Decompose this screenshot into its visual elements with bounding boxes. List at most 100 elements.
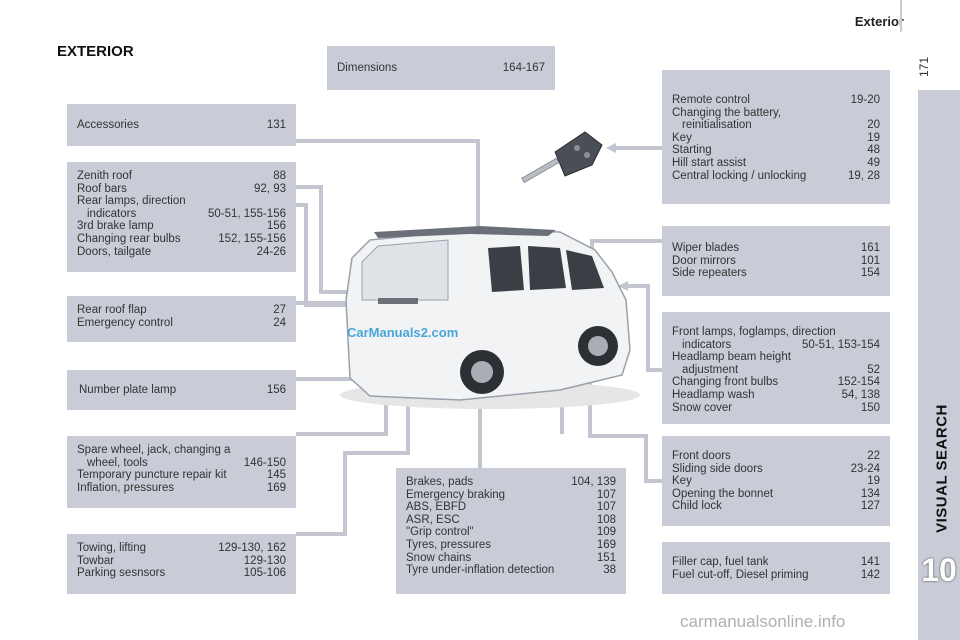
index-entry: Rear lamps, direction	[77, 195, 286, 208]
index-entry: Spare wheel, jack, changing a	[77, 444, 286, 457]
index-entry-pages: 152, 155-156	[218, 232, 286, 245]
key-fob-illustration	[521, 131, 603, 184]
index-entry: ABS, EBFD 107	[406, 501, 616, 514]
index-entry-label: Zenith roof	[77, 170, 132, 182]
index-entry-pages: 24-26	[256, 245, 286, 258]
index-entry: indicators 50-51, 153-154	[672, 339, 880, 352]
index-entry-pages: 105-106	[243, 567, 286, 580]
index-entry-label: Towbar	[77, 554, 115, 567]
box-dimensions: Dimensions 164-167	[327, 46, 555, 90]
index-entry: Changing rear bulbs 152, 155-156	[77, 233, 286, 246]
index-entry-pages: 19-20	[850, 94, 880, 106]
index-entry-pages: 49	[867, 156, 880, 169]
index-entry-label: Child lock	[672, 500, 722, 513]
index-entry-label: Temporary puncture repair kit	[77, 469, 227, 482]
index-entry-pages: 107	[596, 501, 616, 514]
index-entry-label: Brakes, pads	[406, 476, 474, 488]
index-entry-label: Side repeaters	[672, 267, 747, 280]
index-entry: Tyres, pressures 169	[406, 539, 616, 552]
index-entry-label: Changing rear bulbs	[77, 232, 181, 245]
index-entry: Temporary puncture repair kit 145	[77, 469, 286, 482]
index-entry-pages: 48	[867, 144, 880, 157]
index-entry-label: Filler cap, fuel tank	[672, 556, 769, 568]
index-entry-label: Number plate lamp	[79, 383, 177, 396]
index-entry-label: ABS, EBFD	[406, 501, 467, 514]
index-entry-label: Fuel cut-off, Diesel priming	[672, 568, 809, 581]
index-entry-pages: 145	[266, 469, 286, 482]
index-entry-label: ASR, ESC	[406, 513, 460, 526]
index-entry-pages: 52	[867, 363, 880, 376]
index-entry-pages: 150	[860, 401, 880, 414]
index-entry-pages	[874, 351, 880, 364]
index-entry-label: Inflation, pressures	[77, 481, 175, 494]
index-entry-label: adjustment	[682, 363, 739, 376]
index-entry: Dimensions 164-167	[337, 62, 545, 75]
index-entry-pages	[280, 444, 286, 457]
index-entry-label: Remote control	[672, 94, 750, 106]
index-entry-pages: 19	[867, 475, 880, 488]
index-entry-pages	[280, 195, 286, 208]
index-entry-pages: 169	[596, 538, 616, 551]
index-entry-pages: 141	[860, 556, 880, 568]
index-entry-label: 3rd brake lamp	[77, 220, 154, 233]
index-entry-label: Accessories	[77, 118, 139, 131]
index-entry: "Grip control"109	[406, 526, 616, 539]
index-entry-label: Wiper blades	[672, 242, 740, 254]
index-entry-pages: 164-167	[502, 61, 545, 74]
index-entry-label: Front lamps, foglamps, direction	[672, 326, 836, 338]
index-entry-pages: 50-51, 153-154	[801, 338, 880, 351]
index-entry-pages: 129-130	[243, 554, 286, 567]
watermark-bottom: carmanualsonline.info	[680, 612, 846, 631]
index-entry-label: Headlamp beam height	[672, 351, 791, 364]
index-entry-label: Opening the bonnet	[672, 487, 774, 500]
index-entry: Inflation, pressures 169	[77, 482, 286, 495]
index-entry-label: Dimensions	[337, 61, 398, 74]
index-entry: Headlamp beam height	[672, 351, 880, 364]
index-entry-label: Tyres, pressures	[406, 538, 491, 551]
index-entry: Doors, tailgate 24-26	[77, 246, 286, 259]
index-entry-pages: 161	[860, 242, 880, 254]
index-entry-label: Emergency control	[77, 316, 173, 329]
index-entry-pages	[874, 107, 880, 120]
index-entry-pages: 127	[860, 500, 880, 513]
index-entry: Remote control 19-20	[672, 94, 880, 107]
index-entry-label: Snow cover	[672, 401, 733, 414]
index-entry-label: Emergency braking	[406, 488, 506, 501]
index-entry-pages: 169	[266, 481, 286, 494]
index-entry-label: Door mirrors	[672, 254, 736, 267]
index-entry-pages: 19	[867, 131, 880, 144]
index-entry-pages: 19, 28	[848, 169, 880, 182]
index-entry-pages: 50-51, 155-156	[207, 207, 286, 220]
index-entry: Snow cover 150	[672, 402, 880, 415]
index-entry-pages: 27	[273, 304, 286, 316]
index-entry-label: Sliding side doors	[672, 462, 763, 475]
index-entry-pages: 134	[860, 487, 880, 500]
index-entry-label: indicators	[682, 338, 732, 351]
index-entry-pages: 109	[596, 526, 616, 539]
index-entry-label: Tyre under-inflation detection	[406, 564, 555, 577]
header-title: Exterior	[854, 14, 904, 29]
index-entry: Front lamps, foglamps, direction	[672, 326, 880, 339]
index-entry-label: Doors, tailgate	[77, 245, 152, 258]
index-entry-pages: 142	[860, 568, 880, 581]
index-entry-label: Headlamp wash	[672, 388, 755, 401]
index-entry-pages: 154	[860, 267, 880, 280]
